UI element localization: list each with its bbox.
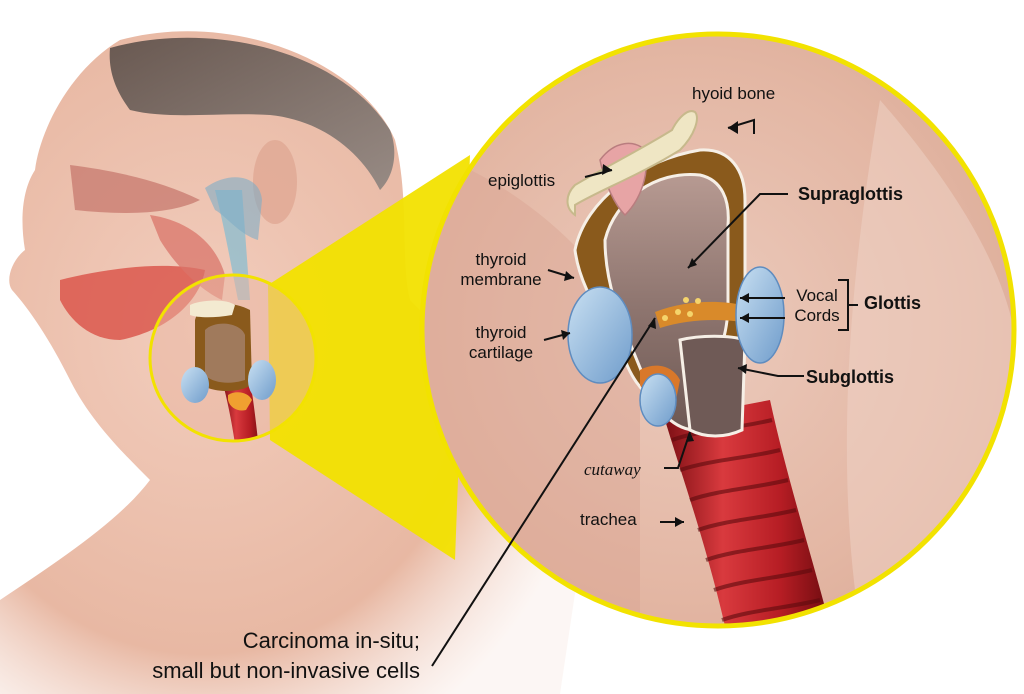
label-thyroid-cartilage: thyroid cartilage — [456, 323, 546, 363]
zoom-connector — [268, 155, 470, 560]
label-thyroid-membrane: thyroid membrane — [456, 250, 546, 290]
label-epiglottis: epiglottis — [488, 171, 556, 190]
label-vocal-cords-line1: Vocal — [796, 286, 838, 305]
vocal-cords — [655, 301, 742, 328]
arytenoid-right — [735, 266, 785, 364]
label-hyoid-bone: hyoid bone — [692, 84, 776, 103]
label-subglottis: Subglottis — [806, 367, 894, 387]
tongue — [60, 265, 205, 340]
nasal-cavity — [70, 165, 200, 213]
label-thyroid-cartilage-line1: thyroid — [475, 323, 527, 342]
label-supraglottis: Supraglottis — [798, 184, 904, 204]
label-carcinoma-line1: Carcinoma in-situ; — [242, 628, 420, 653]
label-trachea: trachea — [580, 510, 637, 529]
small-larynx-highlight — [148, 273, 318, 443]
label-carcinoma-in-situ: Carcinoma in-situ; small but non-invasiv… — [120, 626, 420, 686]
label-vocal-cords: Vocal Cords — [792, 286, 842, 326]
arrowheads — [561, 121, 749, 527]
hyoid-bone-shape — [566, 110, 698, 217]
label-carcinoma-line2: small but non-invasive cells — [152, 658, 420, 683]
label-vocal-cords-line2: Cords — [794, 306, 840, 325]
label-glottis: Glottis — [864, 293, 921, 313]
label-thyroid-cartilage-line2: cartilage — [468, 343, 534, 362]
label-thyroid-membrane-line2: membrane — [460, 270, 542, 289]
label-thyroid-membrane-line1: thyroid — [475, 250, 527, 269]
label-cutaway: cutaway — [584, 460, 641, 479]
